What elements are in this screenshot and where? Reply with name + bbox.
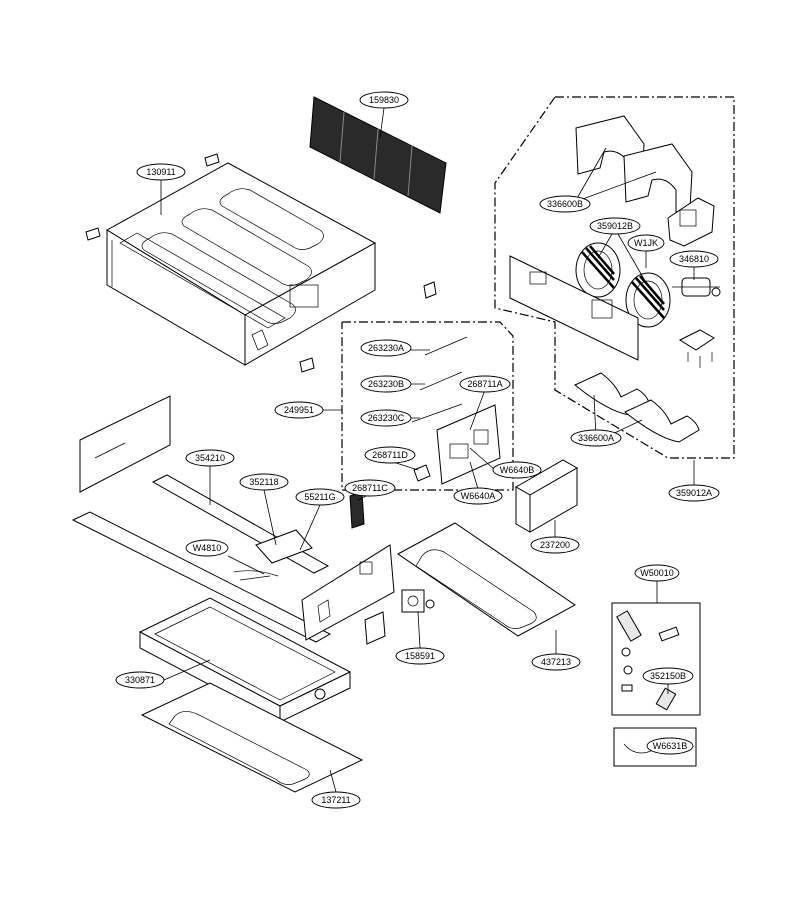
callout-130911: 130911 — [136, 163, 186, 181]
drain-pan-part — [138, 597, 352, 723]
callout-w6631b: W6631B — [646, 737, 694, 755]
callout-437213: 437213 — [531, 653, 581, 671]
accessory-kit-box — [611, 602, 701, 716]
valve-part — [401, 589, 435, 613]
callout-label: W6631B — [653, 741, 688, 751]
callout-55211g: 55211G — [295, 488, 345, 506]
callout-label: 130911 — [146, 167, 175, 177]
fan-wheel-parts — [575, 242, 671, 328]
callout-352118: 352118 — [239, 473, 289, 491]
fan-housing-upper-parts — [575, 115, 693, 213]
callout-359012b: 359012B — [589, 217, 641, 235]
callout-249951: 249951 — [274, 401, 324, 419]
callout-137211: 137211 — [311, 791, 361, 809]
callout-268711a: 268711A — [459, 375, 511, 393]
callout-label: 352150B — [650, 671, 686, 681]
filter-mesh-part — [309, 96, 447, 214]
base-pan-part — [397, 522, 576, 637]
side-panel-part — [79, 395, 171, 493]
callout-158591: 158591 — [395, 647, 445, 665]
callout-label: 359012B — [597, 221, 633, 231]
callout-w50010: W50010 — [634, 564, 680, 582]
callout-268711c: 268711C — [344, 479, 396, 497]
callout-label: 359012A — [676, 488, 712, 498]
callout-w6640a: W6640A — [453, 487, 503, 505]
wire-kit-part — [623, 743, 663, 754]
motor-mount-part — [678, 329, 715, 368]
callout-w1jk: W1JK — [627, 234, 665, 252]
callout-w4810: W4810 — [185, 539, 229, 557]
callout-159830: 159830 — [359, 91, 409, 109]
terminal-block-part — [413, 464, 431, 482]
control-box-boundary — [341, 321, 514, 491]
control-board-part — [436, 404, 501, 485]
callout-label: 237200 — [540, 540, 570, 550]
callout-label: 268711C — [352, 483, 388, 493]
callout-label: W1JK — [634, 238, 658, 248]
motor-bracket-part — [667, 197, 715, 247]
accessory-parts — [616, 610, 680, 711]
fan-housing-lower-parts — [574, 372, 700, 443]
callout-label: 268711A — [467, 379, 502, 389]
callout-268711d: 268711D — [364, 446, 416, 464]
fan-motor-part — [672, 277, 721, 297]
callout-w6640b: W6640B — [492, 461, 542, 479]
callout-label: 354210 — [195, 453, 225, 463]
top-cabinet-part — [106, 162, 377, 366]
callout-336600b: 336600B — [539, 195, 591, 213]
callout-label: 263230B — [368, 379, 404, 389]
callout-label: 55211G — [304, 492, 335, 502]
partition-panel-part — [301, 544, 395, 641]
callout-label: 159830 — [369, 95, 399, 105]
callout-263230b: 263230B — [360, 375, 412, 393]
callout-label: 346810 — [679, 254, 709, 264]
callout-label: 263230C — [368, 413, 405, 423]
callout-354210: 354210 — [185, 449, 235, 467]
callout-330871: 330871 — [115, 671, 165, 689]
callout-label: W6640B — [500, 465, 535, 475]
callout-label: 158591 — [405, 651, 435, 661]
callout-label: W4810 — [193, 543, 222, 553]
wire-harness-parts — [411, 336, 468, 423]
callout-label: 263230A — [368, 343, 404, 353]
callout-label: 268711D — [372, 450, 408, 460]
callout-label: 336600A — [578, 433, 614, 443]
wire-kit-box — [613, 727, 697, 767]
callout-label: W50010 — [640, 568, 674, 578]
callout-label: 352118 — [249, 477, 278, 487]
callout-label: 336600B — [547, 199, 583, 209]
fan-scroll-plate-part — [509, 255, 639, 361]
small-plate-part — [364, 611, 386, 645]
callout-label: 137211 — [321, 795, 350, 805]
side-cover-part — [514, 459, 579, 533]
callout-263230a: 263230A — [360, 339, 412, 357]
callout-label: W6640A — [461, 491, 496, 501]
callout-label: 437213 — [541, 657, 571, 667]
bracket-parts — [85, 153, 437, 373]
heater-assembly-part — [233, 529, 313, 581]
bottom-panel-part — [140, 682, 364, 793]
callout-237200: 237200 — [530, 536, 580, 554]
callout-346810: 346810 — [669, 250, 719, 268]
callout-label: 249951 — [284, 405, 314, 415]
callout-336600a: 336600A — [570, 429, 622, 447]
fan-assembly-boundary — [494, 96, 735, 459]
callout-263230c: 263230C — [360, 409, 412, 427]
small-cover-part — [349, 491, 365, 529]
callout-352150b: 352150B — [642, 667, 694, 685]
callout-label: 330871 — [125, 675, 155, 685]
callout-359012a: 359012A — [668, 484, 720, 502]
